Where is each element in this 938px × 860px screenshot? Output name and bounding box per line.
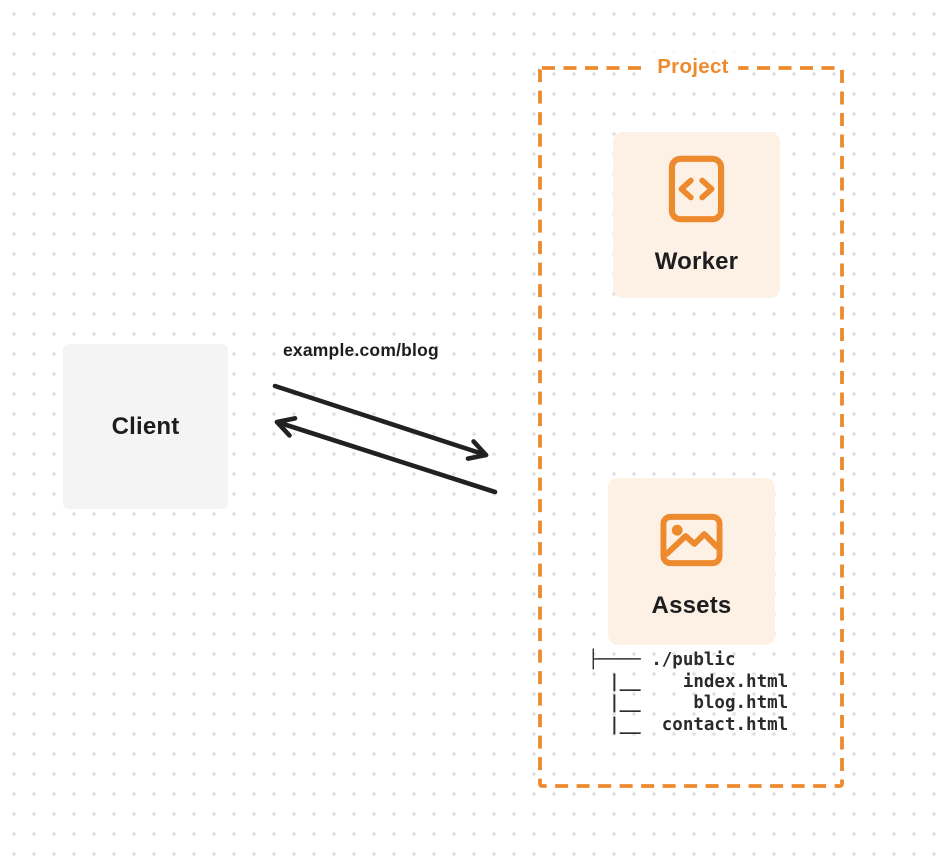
project-label: Project [648,53,738,81]
request-url-label: example.com/blog [283,340,439,360]
client-label: Client [111,412,180,440]
request-arrow [272,383,489,461]
image-icon [660,513,723,567]
assets-file-tree: ├──── ./public |__ index.html |__ blog.h… [588,650,788,736]
assets-label: Assets [651,592,732,619]
worker-label: Worker [654,248,739,275]
assets-node: Assets [608,478,775,645]
tree-line-contact: |__ contact.html [588,714,789,735]
code-document-icon [668,155,725,223]
response-arrow [274,416,498,495]
project-dashed-rect [538,66,844,788]
request-response-arrows [272,383,498,495]
worker-node: Worker [613,132,780,298]
client-node: Client [63,344,228,509]
tree-line-public: ├──── ./public [588,650,736,670]
tree-line-index: |__ index.html [588,671,789,692]
project-boundary [538,66,844,788]
tree-line-blog: |__ blog.html [588,693,789,713]
